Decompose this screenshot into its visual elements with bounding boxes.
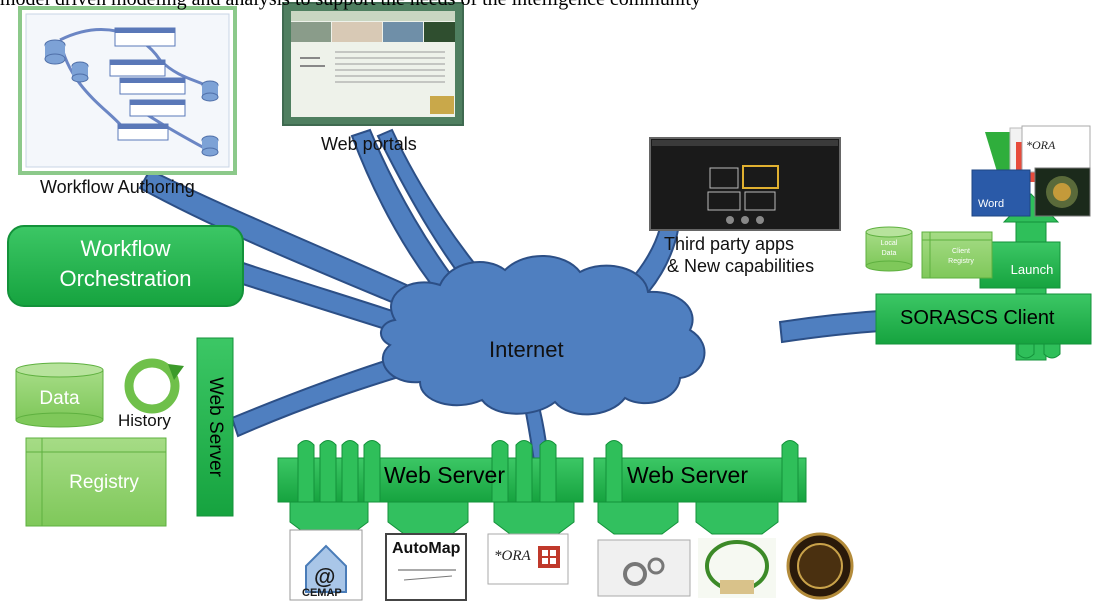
data-cylinder <box>15 362 104 428</box>
web-server-1-label: Web Server <box>384 462 506 488</box>
web-portals-label: Web portals <box>321 134 417 154</box>
history-icon <box>124 358 184 414</box>
seal-logo <box>786 532 854 600</box>
ora-logo-text: *ORA <box>494 548 531 564</box>
automap-logo <box>385 533 467 601</box>
launched-apps-stack <box>971 125 1091 217</box>
ora-logo <box>487 533 569 585</box>
registry-box-shape <box>25 437 167 527</box>
workflow-orchestration-box <box>7 225 244 307</box>
client-registry-line2: Registry <box>948 258 974 265</box>
new-capabilities-label: & New capabilities <box>667 256 815 276</box>
third-party-label: Third party apps <box>664 234 795 254</box>
web-server-vertical-bar <box>196 337 234 517</box>
web-server-2-shape <box>593 440 807 535</box>
registry-label: Registry <box>69 472 139 493</box>
local-data-line2: Data <box>881 250 897 257</box>
internet-label: Internet <box>489 337 564 362</box>
gears-logo <box>597 539 691 597</box>
third-party-thumbnail <box>649 137 841 231</box>
casos-logo <box>698 538 776 598</box>
launch-label: Launch <box>1010 262 1054 277</box>
web-server-2-label: Web Server <box>627 462 749 488</box>
web-server-1-shape <box>277 440 584 535</box>
cemap-at-symbol: @ <box>314 564 336 589</box>
client-registry-line1: Client <box>952 248 970 255</box>
local-data-cylinder <box>865 226 913 272</box>
client-registry-shape <box>921 231 993 279</box>
cemap-logo-text: CEMAP <box>302 587 342 599</box>
internet-cloud <box>380 255 706 416</box>
ora-small-logo-text: *ORA <box>1026 138 1056 152</box>
workflow-orchestration-line2: Orchestration <box>59 266 192 291</box>
sorascs-client-shape <box>875 193 1092 361</box>
local-data-line1: Local <box>880 240 898 247</box>
workflow-authoring-thumbnail <box>18 6 237 175</box>
word-logo-text: Word <box>978 198 1005 210</box>
workflow-orchestration-line1: Workflow <box>80 236 171 261</box>
web-server-vertical-label: Web Server <box>205 377 226 477</box>
cemap-logo <box>289 529 363 601</box>
automap-logo-text: AutoMap <box>392 540 461 557</box>
history-label: History <box>118 411 171 430</box>
network-arms <box>138 128 898 464</box>
workflow-authoring-label: Workflow Authoring <box>40 177 195 197</box>
web-portals-thumbnail <box>282 2 464 126</box>
sorascs-client-label: SORASCS Client <box>900 307 1055 329</box>
top-caption: model driven modeling and analysis to su… <box>0 0 1096 11</box>
data-label: Data <box>39 388 80 409</box>
